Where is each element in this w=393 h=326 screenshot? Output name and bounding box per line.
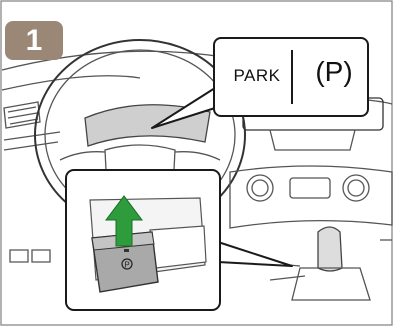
- left-vent: [3, 101, 41, 129]
- inset-pointer: [217, 241, 293, 267]
- park-indicator-symbol: (P): [315, 56, 353, 87]
- parking-brake-icon: [121, 258, 133, 270]
- center-vents: [229, 165, 393, 229]
- switch-inset: P: [65, 169, 293, 311]
- park-callout: [151, 37, 369, 129]
- step-number-badge: 1: [5, 21, 63, 60]
- park-label: PARK: [233, 66, 281, 85]
- switch-symbol: P: [124, 261, 129, 270]
- up-arrow-icon: [105, 195, 143, 247]
